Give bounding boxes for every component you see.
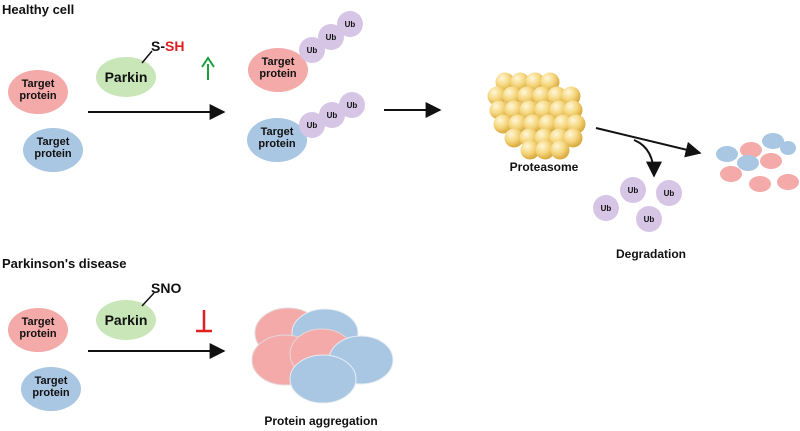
proteasome-subunit (504, 128, 524, 148)
ubiquitin (318, 24, 344, 50)
svg-text:Ub: Ub (664, 189, 675, 198)
svg-text:Ub: Ub (601, 204, 612, 213)
svg-text:Ub: Ub (327, 111, 338, 120)
degradation-arrow (595, 127, 702, 158)
proteasome-subunit (487, 86, 507, 106)
proteasome-subunit (535, 140, 555, 160)
ubiquitin (319, 102, 345, 128)
svg-text:Ub: Ub (326, 33, 337, 42)
ubiquitin (337, 11, 363, 37)
peptide-fragment (749, 176, 771, 192)
protein-aggregation-label: Protein aggregation (264, 414, 377, 428)
degradation-label: Degradation (616, 247, 686, 261)
protein-aggregate (251, 307, 394, 404)
svg-text:Ub: Ub (347, 101, 358, 110)
svg-text:Ub: Ub (628, 186, 639, 195)
ubiquitin (636, 206, 662, 232)
proteasome-subunit (563, 128, 583, 148)
proteasome-complex (487, 72, 586, 160)
proteasome-subunit (547, 86, 567, 106)
parkin-enzyme-disease: Parkin SNO (96, 280, 181, 340)
peptide-fragment (780, 141, 796, 155)
proteasome-subunit (517, 86, 537, 106)
svg-text:Ub: Ub (307, 121, 318, 130)
proteasome-subunit (525, 72, 545, 92)
peptide-fragment (737, 155, 759, 171)
proteasome-label: Proteasome (510, 160, 579, 174)
s-sh-modification: S-SH (151, 38, 184, 54)
up-arrow-icon (201, 56, 215, 80)
proteasome-subunit (561, 86, 581, 106)
ubiquitin (593, 195, 619, 221)
proteasome-subunit (540, 72, 560, 92)
ub-release-arrow (633, 139, 662, 178)
released-ubiquitin-group: Ub Ub Ub Ub (593, 177, 682, 232)
proteasome-subunit (502, 86, 522, 106)
proteasome-subunit (532, 86, 552, 106)
proteasome-subunit (493, 114, 513, 134)
peptide-fragment (760, 153, 782, 169)
sno-modification: SNO (151, 280, 181, 296)
ubiquitin (656, 180, 682, 206)
parkinsons-disease-title: Parkinson's disease (2, 256, 127, 271)
ubiquitin (299, 112, 325, 138)
peptide-fragment (716, 146, 738, 162)
inhibition-icon (196, 310, 212, 333)
peptide-fragment (777, 174, 799, 190)
peptide-fragments (716, 133, 799, 192)
parkin-label: Parkin (105, 69, 148, 85)
parkin-label: Parkin (105, 312, 148, 328)
proteasome-subunit (520, 140, 540, 160)
svg-text:Ub: Ub (644, 215, 655, 224)
svg-text:Ub: Ub (307, 46, 318, 55)
ubiquitin (339, 92, 365, 118)
ubiquitin (620, 177, 646, 203)
proteasome-subunit (550, 140, 570, 160)
healthy-cell-title: Healthy cell (2, 2, 74, 17)
peptide-fragment (762, 133, 784, 149)
svg-text:Ub: Ub (345, 20, 356, 29)
peptide-fragment (740, 142, 762, 158)
ubiquitin (299, 37, 325, 63)
proteasome-subunit (495, 72, 515, 92)
parkin-enzyme-healthy: Parkin S-SH (96, 38, 184, 97)
proteasome-subunit (510, 72, 530, 92)
peptide-fragment (720, 166, 742, 182)
